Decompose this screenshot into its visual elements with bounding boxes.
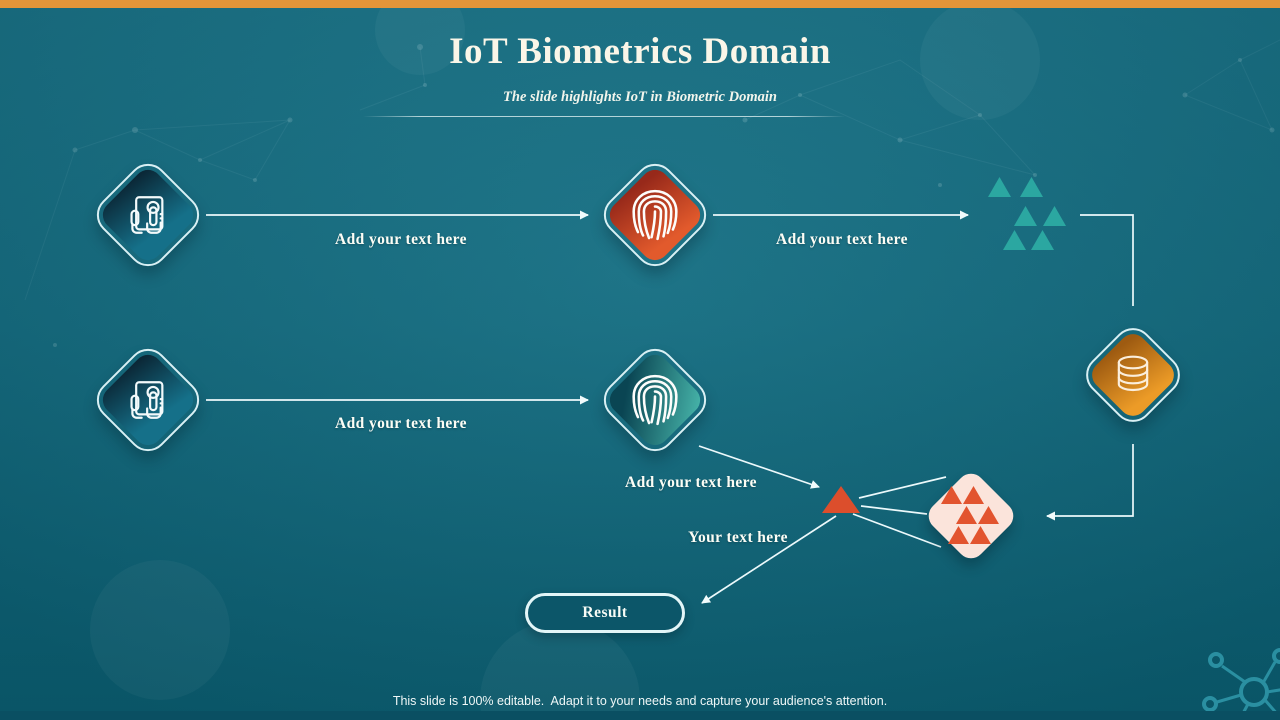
fingerprint-icon — [632, 374, 678, 426]
touch-device-icon — [130, 196, 164, 234]
plexus-dots — [53, 44, 1275, 347]
node-fingerprint-teal — [595, 340, 715, 460]
placeholder-text-row1-right[interactable]: Add your text here — [776, 231, 908, 248]
bottom-accent-bar — [0, 711, 1280, 720]
top-accent-bar — [0, 0, 1280, 8]
placeholder-text-row2-diagonal[interactable]: Add your text here — [625, 474, 757, 491]
plexus-lines — [24, 39, 1280, 301]
result-button[interactable]: Result — [525, 593, 685, 633]
result-label: Result — [582, 604, 628, 621]
placeholder-text-to-result[interactable]: Your text here — [688, 529, 788, 546]
triangle-shape — [822, 486, 860, 513]
connector-triangle-pink-3 — [852, 513, 942, 548]
connector-database-to-pink — [1046, 444, 1134, 521]
placeholder-text-row1-left[interactable]: Add your text here — [335, 231, 467, 248]
footer-note: This slide is 100% editable. Adapt it to… — [392, 694, 888, 708]
connector-triangle-pink-2 — [860, 505, 928, 515]
title-divider — [363, 116, 845, 117]
node-touch-device-top — [88, 155, 208, 275]
teal-triangle-cluster — [988, 177, 1066, 250]
node-touch-device-bottom — [88, 340, 208, 460]
node-database — [1077, 319, 1189, 431]
page-subtitle: The slide highlights IoT in Biometric Do… — [503, 89, 777, 105]
connector-triangle-to-result — [701, 515, 837, 604]
connector-triangle-pink-1 — [858, 476, 947, 499]
node-red-triangle-cluster — [922, 467, 1020, 565]
database-icon — [1117, 355, 1149, 392]
page-title: IoT Biometrics Domain — [449, 31, 831, 72]
connector-fingerprint-to-triangle — [698, 445, 820, 489]
fingerprint-icon — [632, 189, 678, 241]
molecule-icon — [1202, 648, 1280, 720]
placeholder-text-row2-left[interactable]: Add your text here — [335, 415, 467, 432]
red-triangle-marker — [822, 486, 860, 513]
glow-blobs — [90, 0, 1040, 720]
node-fingerprint-red — [595, 155, 715, 275]
triangle-cluster — [941, 486, 999, 544]
touch-device-icon — [130, 381, 164, 419]
connector-cluster-to-database — [1080, 214, 1134, 306]
triangle-cluster — [988, 177, 1066, 250]
